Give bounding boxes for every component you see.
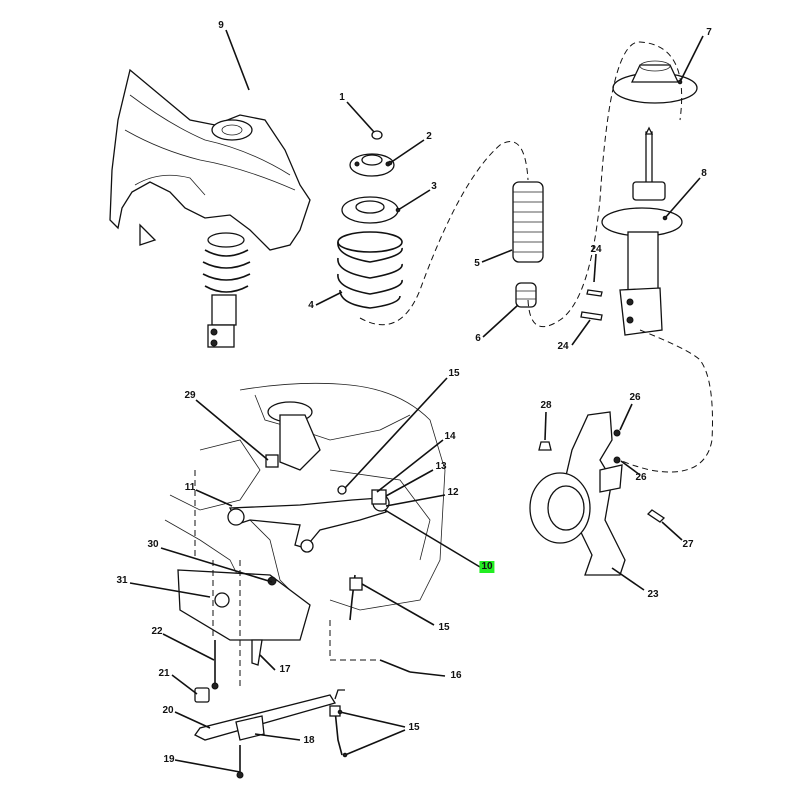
stabilizer-links <box>329 574 363 756</box>
callout-20: 20 <box>162 705 174 716</box>
callout-22: 22 <box>151 626 163 637</box>
callout-12: 12 <box>447 487 459 498</box>
strut-nut <box>371 130 383 140</box>
stabilizer-bar <box>194 689 345 741</box>
assembly-guide-path <box>359 41 713 473</box>
callout-3: 3 <box>431 181 437 192</box>
upper-mount <box>349 153 395 177</box>
callout-15-mid: 15 <box>438 622 450 633</box>
callout-17: 17 <box>279 664 291 675</box>
misc-bolts <box>211 454 411 779</box>
callout-26-top: 26 <box>629 392 641 403</box>
callout-24-bottom: 24 <box>557 341 569 352</box>
callout-11: 11 <box>184 482 196 493</box>
crossmember-bracket <box>177 569 311 641</box>
callout-18: 18 <box>303 735 315 746</box>
jounce-bumper <box>515 282 537 308</box>
callout-4: 4 <box>308 300 314 311</box>
callout-10: 10 <box>479 561 495 573</box>
callout-15-bottom: 15 <box>408 722 420 733</box>
callout-2: 2 <box>426 131 432 142</box>
spring-seat <box>341 196 399 224</box>
callout-24-top: 24 <box>590 244 602 255</box>
callout-13: 13 <box>435 461 447 472</box>
callout-30: 30 <box>147 539 159 550</box>
callout-6: 6 <box>475 333 481 344</box>
callout-16: 16 <box>450 670 462 681</box>
callout-7: 7 <box>706 27 712 38</box>
knuckle-assembly <box>529 411 626 576</box>
callout-5: 5 <box>474 258 480 269</box>
knuckle-bolt <box>646 509 666 523</box>
upper-seat <box>612 60 698 104</box>
callout-1: 1 <box>339 92 345 103</box>
callout-27: 27 <box>682 539 694 550</box>
callout-8: 8 <box>701 168 707 179</box>
leader-arrowheads <box>337 79 683 758</box>
callout-23: 23 <box>647 589 659 600</box>
installed-strut <box>202 232 251 348</box>
strut-bolts <box>580 289 603 321</box>
callout-29: 29 <box>184 390 196 401</box>
callout-14: 14 <box>444 431 456 442</box>
callout-28: 28 <box>540 400 552 411</box>
strut-assembly <box>601 126 683 336</box>
fender-assembly <box>109 68 311 251</box>
callout-9: 9 <box>218 20 224 31</box>
lower-control-arm <box>227 494 390 553</box>
stabilizer-bushing <box>194 687 210 703</box>
dust-boot <box>512 181 544 263</box>
callout-26-bottom: 26 <box>635 472 647 483</box>
callout-15-top: 15 <box>448 368 460 379</box>
callout-31: 31 <box>116 575 128 586</box>
leader-lines <box>129 29 704 773</box>
lower-guide-lines <box>194 470 380 690</box>
callout-19: 19 <box>163 754 175 765</box>
callout-21: 21 <box>158 668 170 679</box>
coil-spring <box>337 231 403 309</box>
hub-nut <box>538 441 552 451</box>
